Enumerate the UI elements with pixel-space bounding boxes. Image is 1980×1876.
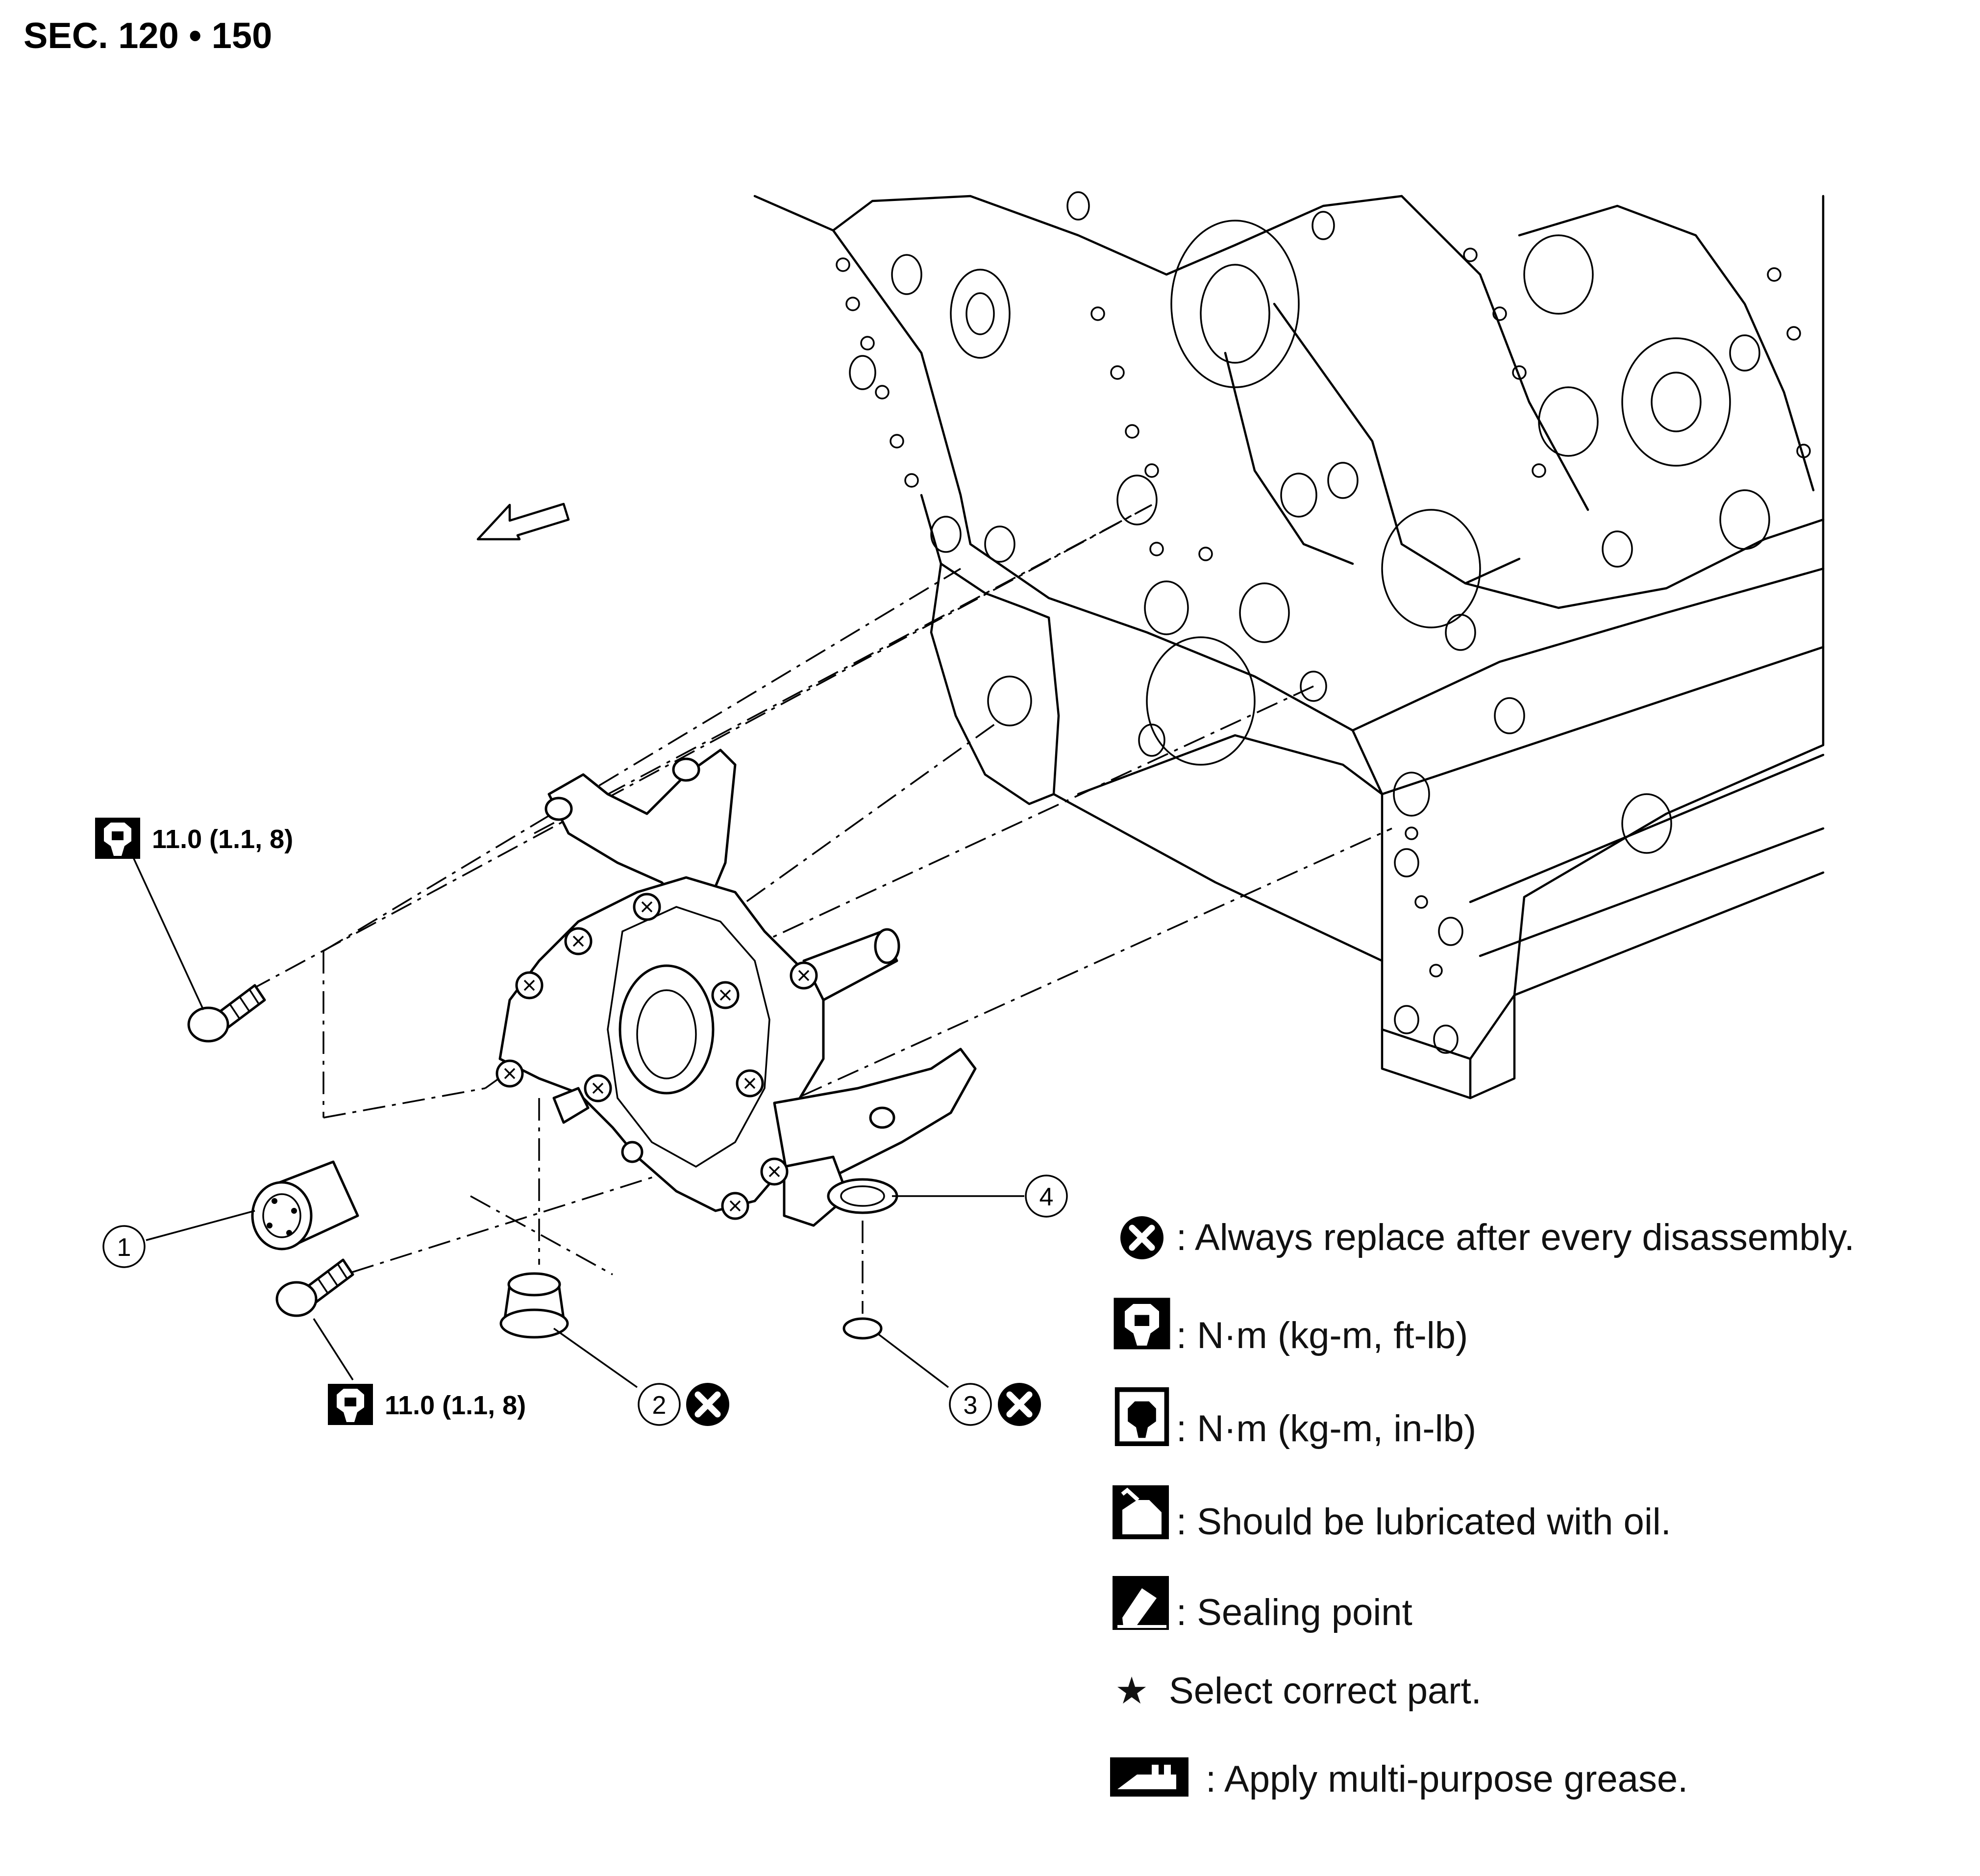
- legend-select-part-text: Select correct part.: [1169, 1670, 1482, 1712]
- torque-spec-upper: 11.0 (1.1, 8): [95, 818, 293, 859]
- replace-x-icon: [998, 1383, 1041, 1426]
- alignment-lines: [249, 504, 1392, 1314]
- part-3-o-ring: [842, 1317, 883, 1340]
- legend-row-torque-ftlb: : N·m (kg-m, ft-lb): [1114, 1298, 1468, 1356]
- torque-spec-lower: 11.0 (1.1, 8): [328, 1384, 526, 1425]
- bolt-upper: [187, 984, 266, 1043]
- wrench-torque-ftlb-icon: [1114, 1298, 1170, 1350]
- oil-pump-assembly: [495, 749, 977, 1227]
- callout-3-number: 3: [964, 1391, 978, 1420]
- torque-value-lower: 11.0 (1.1, 8): [385, 1391, 526, 1420]
- oil-can-icon: [1113, 1485, 1169, 1539]
- legend-replace-text: : Always replace after every disassembly…: [1176, 1217, 1855, 1258]
- section-reference: SEC. 120 • 150: [24, 15, 272, 56]
- legend-row-select-part: ★ Select correct part.: [1115, 1670, 1482, 1712]
- replace-x-icon: [1120, 1216, 1163, 1259]
- legend-row-oil: : Should be lubricated with oil.: [1113, 1485, 1671, 1543]
- wrench-torque-inlb-icon: [1114, 1387, 1169, 1446]
- part-1-cylinder: [251, 1160, 359, 1251]
- callout-4-number: 4: [1040, 1183, 1054, 1211]
- torque-value-upper: 11.0 (1.1, 8): [152, 825, 293, 854]
- replace-x-icon: [686, 1383, 729, 1426]
- wrench-torque-ftlb-icon: [95, 818, 140, 859]
- legend-sealing-text: : Sealing point: [1176, 1592, 1412, 1633]
- legend-grease-text: : Apply multi-purpose grease.: [1206, 1758, 1688, 1800]
- legend-row-sealing: : Sealing point: [1113, 1576, 1412, 1633]
- sealant-icon: [1113, 1576, 1169, 1630]
- symbol-legend: : Always replace after every disassembly…: [1110, 1216, 1855, 1800]
- part-2-seal: [499, 1272, 569, 1339]
- callout-2-number: 2: [652, 1391, 667, 1420]
- legend-row-grease: : Apply multi-purpose grease.: [1110, 1757, 1688, 1800]
- engine-block: [753, 191, 1825, 1100]
- part-4-gasket: [827, 1178, 898, 1214]
- grease-gun-icon: [1110, 1757, 1188, 1797]
- pump-bolt-heads: [495, 893, 818, 1220]
- legend-row-replace: : Always replace after every disassembly…: [1120, 1216, 1855, 1259]
- leader-lines: [131, 855, 1024, 1388]
- callout-1-number: 1: [117, 1233, 131, 1262]
- legend-torque-inlb-text: : N·m (kg-m, in-lb): [1176, 1408, 1476, 1450]
- callout-4: 4: [1025, 1175, 1068, 1218]
- legend-torque-ftlb-text: : N·m (kg-m, ft-lb): [1176, 1315, 1468, 1356]
- wrench-torque-ftlb-icon: [328, 1384, 373, 1425]
- callout-1: 1: [102, 1225, 146, 1268]
- star-icon: ★: [1115, 1670, 1148, 1712]
- bolt-lower: [275, 1258, 354, 1317]
- front-direction-arrow-icon: [476, 502, 570, 541]
- callout-2: 2: [638, 1383, 729, 1426]
- legend-row-torque-inlb: : N·m (kg-m, in-lb): [1114, 1387, 1476, 1450]
- legend-oil-text: : Should be lubricated with oil.: [1176, 1501, 1671, 1543]
- callout-3: 3: [949, 1383, 1041, 1426]
